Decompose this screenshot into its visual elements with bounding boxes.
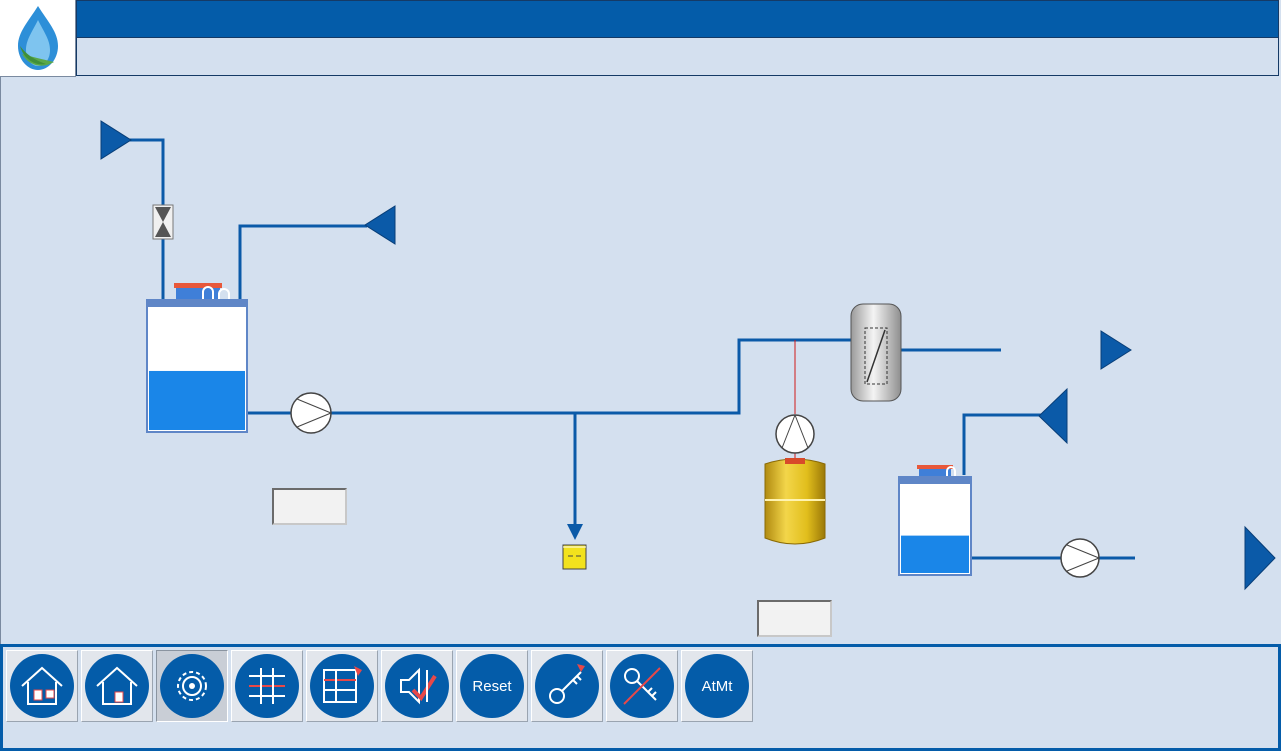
settings-button[interactable] xyxy=(156,650,228,722)
overview-button[interactable] xyxy=(6,650,78,722)
home-overview-icon xyxy=(10,654,74,718)
key-login-icon xyxy=(535,654,599,718)
key-logout-icon xyxy=(610,654,674,718)
water-drop-logo-icon xyxy=(18,6,58,70)
outlet-arrow-2-icon xyxy=(1244,525,1276,591)
drain-arrow-icon xyxy=(567,524,583,540)
navigation-toolbar: Reset AtMt xyxy=(0,644,1281,751)
dosing-pump-icon xyxy=(775,414,815,454)
inlet-arrow-icon xyxy=(100,120,132,160)
tank-2-level-fill xyxy=(901,535,969,573)
pipe-network-icon xyxy=(235,654,299,718)
atmt-button[interactable]: AtMt xyxy=(681,650,753,722)
pipe-network-edit-icon xyxy=(310,654,374,718)
atmt-label: AtMt xyxy=(685,654,749,718)
reset-button[interactable]: Reset xyxy=(456,650,528,722)
gear-icon xyxy=(160,654,224,718)
storage-tank-2 xyxy=(898,465,972,576)
outlet-arrow-icon xyxy=(1100,330,1132,370)
value-display-1[interactable] xyxy=(272,488,347,525)
network-edit-button[interactable] xyxy=(306,650,378,722)
subtitle-bar xyxy=(76,38,1279,76)
network-button[interactable] xyxy=(231,650,303,722)
valve-icon xyxy=(152,204,174,240)
pump-2-icon xyxy=(1060,538,1100,578)
alarm-ack-button[interactable] xyxy=(381,650,453,722)
storage-tank-1 xyxy=(146,283,248,433)
return-arrow-icon xyxy=(364,205,396,245)
value-display-2[interactable] xyxy=(757,600,832,637)
home-icon xyxy=(85,654,149,718)
title-bar xyxy=(76,0,1279,38)
dosing-tank-icon xyxy=(764,458,826,545)
reset-label: Reset xyxy=(460,654,524,718)
tank-1-level-fill xyxy=(149,370,245,430)
login-button[interactable] xyxy=(531,650,603,722)
drain-container-icon xyxy=(562,544,587,570)
filter-vessel-icon xyxy=(850,303,902,402)
alarm-acknowledge-icon xyxy=(385,654,449,718)
logout-button[interactable] xyxy=(606,650,678,722)
home-button[interactable] xyxy=(81,650,153,722)
return-arrow-2-icon xyxy=(1038,387,1068,445)
process-diagram xyxy=(0,76,1281,644)
logo xyxy=(0,0,76,77)
process-diagram-svg xyxy=(100,120,1276,591)
pump-1-icon xyxy=(290,392,332,434)
